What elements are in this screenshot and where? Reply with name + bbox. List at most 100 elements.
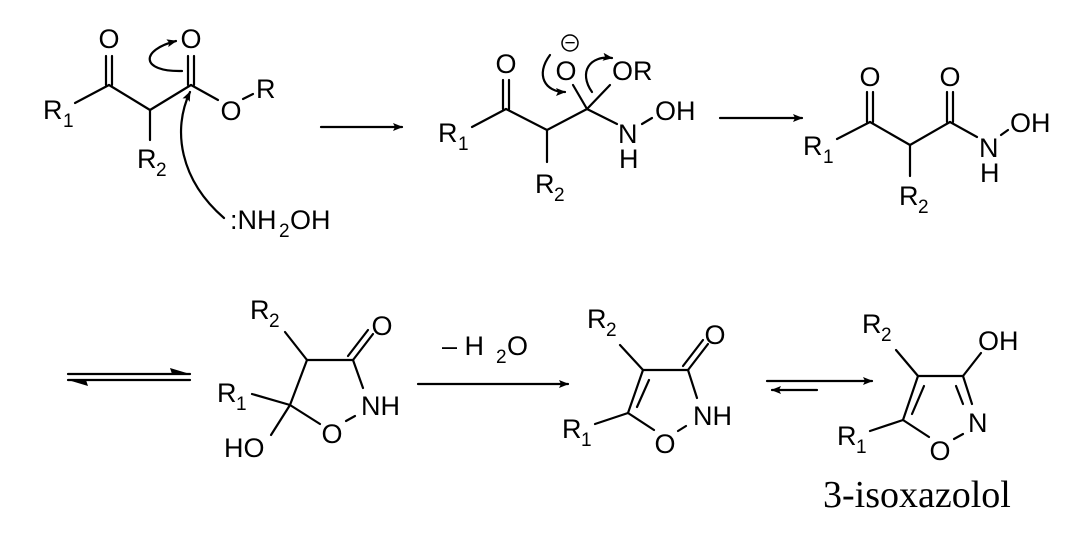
hydroxyl-label: HO — [224, 433, 265, 463]
r1-subscript: 1 — [236, 394, 247, 415]
bond — [189, 83, 220, 102]
bond — [283, 330, 309, 362]
ester-oxygen: O — [220, 96, 241, 126]
curved-arrow-icon — [584, 52, 614, 94]
ketone-oxygen: O — [98, 24, 119, 54]
or-label: OR — [612, 56, 653, 86]
hydroxyl-label: OH — [978, 326, 1019, 356]
hydroxyl-label: OH — [1010, 108, 1051, 138]
r1-label: R — [803, 131, 823, 161]
curved-arrow-icon — [179, 90, 226, 220]
bond — [961, 351, 983, 378]
bond — [901, 418, 931, 439]
ketone-oxygen: O — [859, 62, 880, 92]
double-bond — [954, 384, 965, 406]
tautomer-equilibrium-arrows — [765, 377, 874, 394]
hydroxy-isoxazolidinone: R 2 O NH O R 1 HO — [217, 295, 400, 463]
r2-label: R — [535, 169, 555, 199]
r1-subscript: 1 — [581, 430, 592, 451]
bond — [288, 403, 322, 426]
r2-subscript: 2 — [554, 185, 565, 206]
bond — [571, 83, 589, 111]
r2-subscript: 2 — [269, 311, 280, 332]
double-bond — [910, 384, 926, 416]
bond — [504, 107, 549, 132]
r2-label: R — [899, 181, 919, 211]
curved-arrow-icon — [148, 39, 184, 73]
bond — [676, 424, 688, 433]
equilibrium-arrows-1 — [66, 368, 192, 386]
hydroxamic-acid: R 1 O R 2 O N H OH — [803, 62, 1051, 218]
isoxazolone: R 2 O NH O R 1 — [562, 304, 732, 459]
carbonyl-oxygen: O — [371, 311, 392, 341]
bond — [835, 120, 872, 141]
double-bond — [351, 332, 375, 362]
nh-label: NH — [693, 401, 732, 431]
bond — [868, 418, 905, 433]
r1-label: R — [43, 95, 63, 125]
nitrogen-label: N — [618, 119, 638, 149]
nh-hydrogen-label: H — [980, 158, 1000, 188]
product-name: 3-isoxazolol — [823, 474, 1011, 516]
bond — [626, 411, 656, 432]
nitrogen-label: N — [968, 408, 988, 438]
ester-carbonyl-oxygen: O — [180, 24, 201, 54]
bond — [351, 358, 365, 390]
r2-subscript: 2 — [606, 320, 617, 341]
bond — [288, 358, 309, 407]
r1-subscript: 1 — [856, 437, 867, 458]
r2-label: R — [250, 295, 270, 325]
r1-subscript: 1 — [458, 134, 469, 155]
water-loss-suffix: O — [507, 331, 528, 361]
r1-label: R — [562, 414, 582, 444]
nh-label: NH — [361, 391, 400, 421]
r1-subscript: 1 — [63, 111, 74, 132]
ring-oxygen: O — [321, 419, 342, 449]
r2-subscript: 2 — [881, 325, 892, 346]
double-bond — [346, 328, 370, 358]
bond — [585, 107, 619, 126]
reagent-suffix: OH — [290, 205, 331, 235]
arrowhead-icon — [68, 380, 88, 386]
negative-charge-sign: − — [564, 33, 575, 54]
bond — [593, 411, 630, 426]
bond — [269, 403, 292, 437]
arrowhead-icon — [170, 368, 190, 374]
bond — [250, 392, 292, 407]
alkoxide-oxygen: O — [555, 56, 576, 86]
bond — [640, 116, 654, 126]
bond — [470, 107, 508, 129]
bond — [585, 83, 612, 111]
r1-label: R — [438, 118, 458, 148]
nitrogen-label: N — [979, 133, 999, 163]
r1-subscript: 1 — [823, 147, 834, 168]
reagent-subscript: 2 — [279, 221, 290, 242]
double-bond — [686, 342, 710, 372]
bond — [545, 107, 589, 132]
bond — [948, 120, 979, 139]
isoxazolol: R 2 OH N O R 1 — [837, 309, 1019, 466]
negative-charge-icon — [561, 34, 579, 52]
r2-label: R — [137, 144, 157, 174]
double-bond — [681, 338, 705, 368]
bond — [868, 120, 912, 147]
bond — [241, 92, 255, 101]
r1-label: R — [837, 421, 857, 451]
bond — [908, 120, 952, 147]
water-loss-subscript: 2 — [496, 347, 507, 368]
ring-oxygen: O — [654, 429, 675, 459]
reagent-prefix: :NH — [230, 205, 277, 235]
ring-oxygen: O — [929, 436, 950, 466]
r2-label: R — [862, 309, 882, 339]
double-bond — [901, 374, 920, 422]
amide-oxygen: O — [939, 62, 960, 92]
bond — [952, 432, 965, 441]
hydroxyl-label: OH — [655, 96, 696, 126]
double-bond — [626, 368, 645, 415]
r1-label: R — [217, 378, 237, 408]
bond — [686, 368, 699, 400]
bond — [148, 83, 193, 112]
tetrahedral-intermediate: R 1 O R 2 O − OR N H OH — [438, 33, 696, 206]
bond — [999, 128, 1010, 137]
